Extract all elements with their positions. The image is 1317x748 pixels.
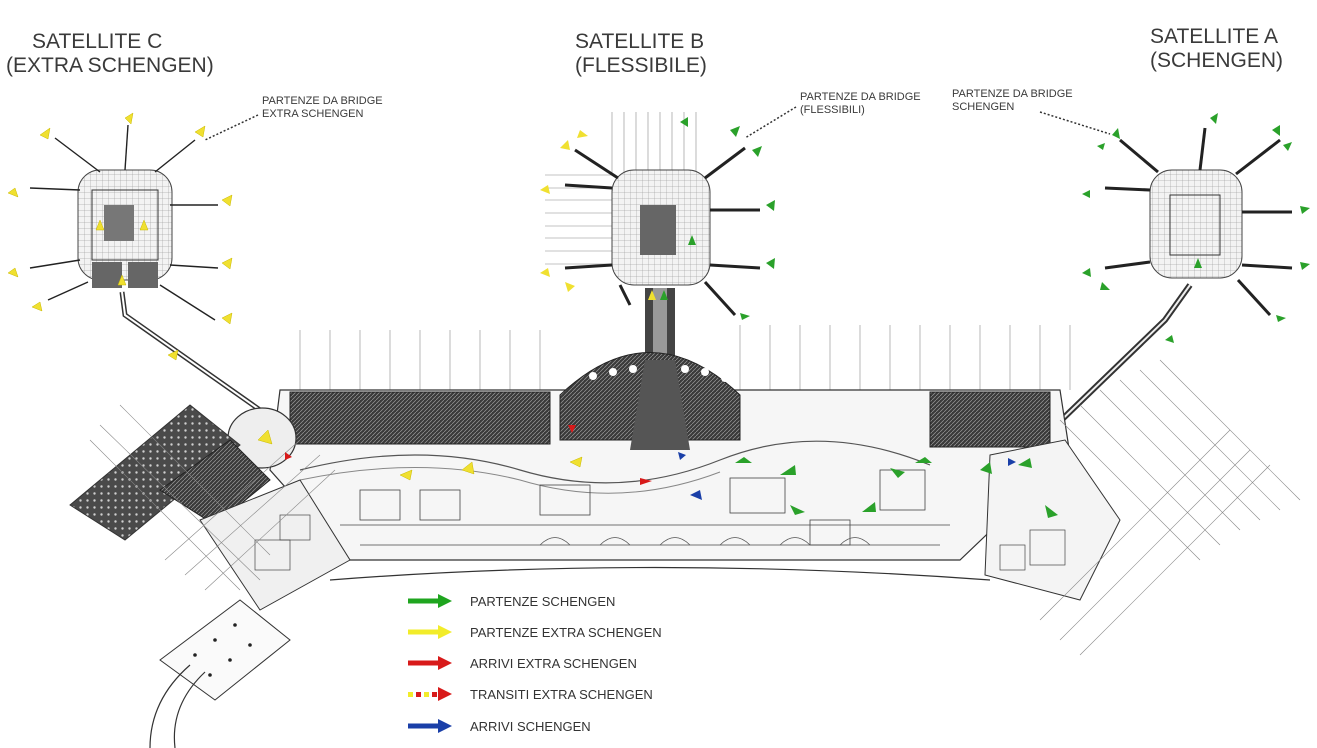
callout-satellite-b: PARTENZE DA BRIDGE (FLESSIBILI) [744,91,921,139]
yellow-arrow-icon [438,625,452,639]
callout-satellite-a: PARTENZE DA BRIDGE SCHENGEN [952,88,1111,135]
flow-arrows [7,112,1310,518]
green-arrow-icon [438,594,452,608]
callout-c-line2: EXTRA SCHENGEN [262,108,364,120]
blue-arrow-icon [438,719,452,733]
legend-label: PARTENZE SCHENGEN [470,594,615,609]
callout-c-line1: PARTENZE DA BRIDGE [262,95,383,107]
legend: PARTENZE SCHENGEN PARTENZE EXTRA SCHENGE… [408,594,662,734]
legend-label: ARRIVI SCHENGEN [470,719,591,734]
satellite-a-title-line2: (SCHENGEN) [1150,49,1283,72]
legend-label: ARRIVI EXTRA SCHENGEN [470,656,637,671]
satellite-a-title: SATELLITE A (SCHENGEN) [1150,25,1283,72]
satellite-b-title: SATELLITE B (FLESSIBILE) [575,30,707,77]
legend-item-transiti-extra-schengen: TRANSITI EXTRA SCHENGEN [408,687,653,702]
legend-item-arrivi-extra-schengen: ARRIVI EXTRA SCHENGEN [408,656,637,671]
satellite-b-title-line1: SATELLITE B [575,30,704,53]
satellite-c-title-line2: (EXTRA SCHENGEN) [6,54,214,77]
legend-item-partenze-schengen: PARTENZE SCHENGEN [408,594,615,609]
satellite-a-title-line1: SATELLITE A [1150,25,1278,48]
satellite-b-title-line2: (FLESSIBILE) [575,54,707,77]
callout-a-line2: SCHENGEN [952,101,1014,113]
satellite-a [1017,127,1293,463]
red-arrow-icon [438,656,452,670]
satellite-c [29,124,262,413]
satellite-c-title-line1: SATELLITE C [32,30,162,53]
callout-b-line2: (FLESSIBILI) [800,104,865,116]
dotted-arrow-icon [438,687,452,701]
legend-label: TRANSITI EXTRA SCHENGEN [470,687,653,702]
satellite-c-title: SATELLITE C (EXTRA SCHENGEN) [6,30,214,77]
legend-item-partenze-extra-schengen: PARTENZE EXTRA SCHENGEN [408,625,662,640]
callout-satellite-c: PARTENZE DA BRIDGE EXTRA SCHENGEN [204,95,383,141]
callout-a-line1: PARTENZE DA BRIDGE [952,88,1073,100]
main-terminal [69,325,1301,748]
legend-item-arrivi-schengen: ARRIVI SCHENGEN [408,719,591,734]
legend-label: PARTENZE EXTRA SCHENGEN [470,625,662,640]
callout-b-line1: PARTENZE DA BRIDGE [800,91,921,103]
